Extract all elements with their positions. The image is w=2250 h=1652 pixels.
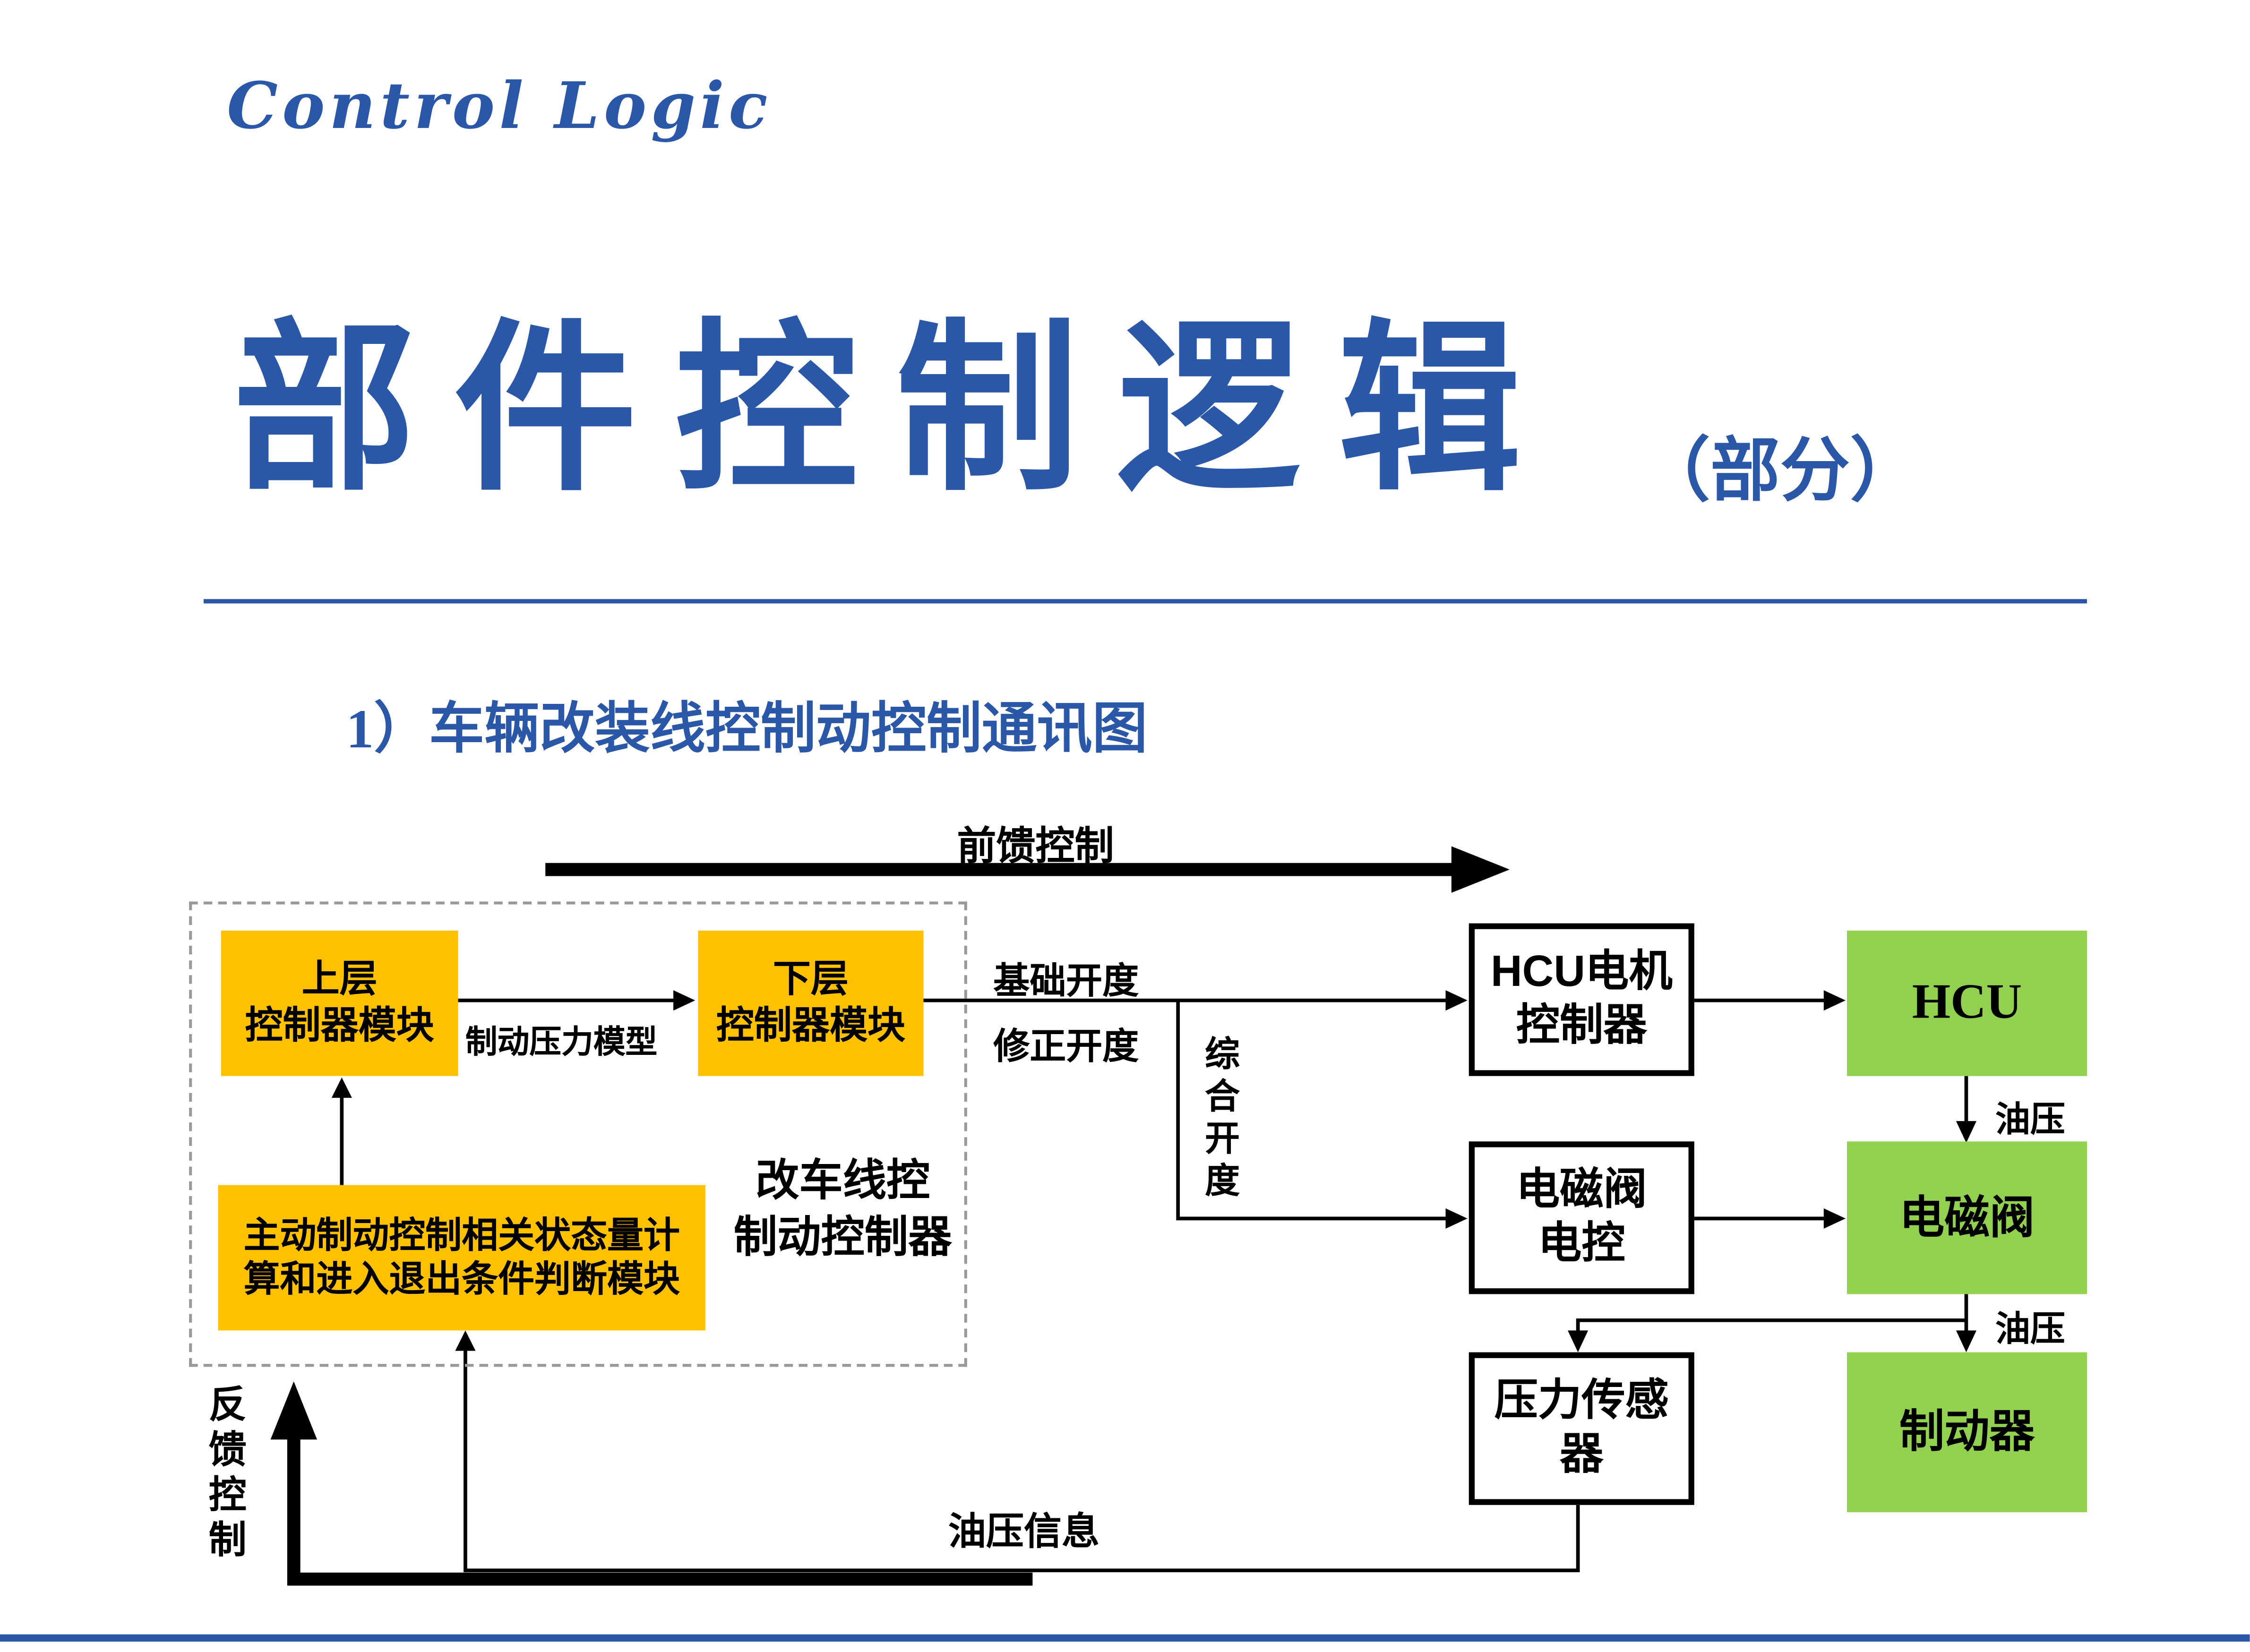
label-oil-pressure-hcu: 油压 bbox=[1995, 1102, 2065, 1140]
arrow-valve-to-brake bbox=[1956, 1294, 1977, 1352]
footer-divider bbox=[0, 1634, 2250, 1642]
arrow-solenoid-control-to-valve bbox=[1694, 1208, 1846, 1229]
node-label: 压力传感 bbox=[1494, 1377, 1669, 1425]
node-solenoid-valve: 电磁阀 bbox=[1847, 1141, 2087, 1294]
label-oil-pressure-valve: 油压 bbox=[1995, 1311, 2065, 1350]
node-solenoid-valve-control: 电磁阀 电控 bbox=[1469, 1141, 1694, 1294]
node-label: 电磁阀 bbox=[1516, 1166, 1647, 1214]
arrow-hcu-motor-to-hcu bbox=[1694, 990, 1846, 1011]
arrow-hcu-oil-pressure bbox=[1956, 1076, 1977, 1143]
label-corrected-opening: 修正开度 bbox=[993, 1028, 1139, 1068]
node-label: 电控 bbox=[1537, 1219, 1625, 1267]
header-divider bbox=[203, 599, 2087, 604]
node-label: 控制器模块 bbox=[245, 1003, 434, 1047]
node-hcu: HCU bbox=[1847, 930, 2087, 1076]
node-label: HCU bbox=[1912, 976, 2022, 1030]
label-base-opening: 基础开度 bbox=[993, 962, 1139, 1002]
node-label: 器 bbox=[1560, 1430, 1604, 1478]
label-combined-opening: 综合开度 bbox=[1198, 1035, 1237, 1204]
section-heading: 1）车辆改装线控制动控制通讯图 bbox=[346, 699, 1148, 761]
node-label: HCU电机 bbox=[1490, 948, 1673, 996]
node-brake: 制动器 bbox=[1847, 1352, 2087, 1513]
caption-line: 制动控制器 bbox=[733, 1214, 952, 1262]
node-hcu-motor-controller: HCU电机 控制器 bbox=[1469, 923, 1694, 1076]
node-upper-controller: 上层 控制器模块 bbox=[221, 930, 458, 1076]
node-lower-controller: 下层 控制器模块 bbox=[698, 930, 924, 1076]
label-feedforward: 前馈控制 bbox=[957, 824, 1114, 868]
label-feedback: 反馈控制 bbox=[203, 1384, 246, 1565]
wire-brake-controller-frame bbox=[189, 901, 967, 1367]
node-label: 制动器 bbox=[1899, 1406, 2035, 1457]
label-brake-pressure-model: 制动压力模型 bbox=[465, 1023, 658, 1060]
eyebrow-title: Control Logic bbox=[227, 69, 772, 144]
page-title-suffix: （部分） bbox=[1640, 433, 1920, 511]
node-label: 主动制动控制相关状态量计 bbox=[243, 1215, 680, 1256]
node-label: 控制器 bbox=[1516, 1001, 1647, 1049]
node-state-module: 主动制动控制相关状态量计 算和进入退出条件判断模块 bbox=[218, 1185, 705, 1331]
page-title: 部件控制逻辑 bbox=[232, 307, 1559, 512]
node-label: 控制器模块 bbox=[716, 1003, 906, 1047]
node-label: 上层 bbox=[301, 957, 378, 1001]
caption-line: 改车线控 bbox=[756, 1157, 930, 1206]
node-label: 电磁阀 bbox=[1899, 1191, 2035, 1243]
label-oil-pressure-info: 油压信息 bbox=[948, 1511, 1100, 1553]
arrow-feedback bbox=[270, 1381, 1033, 1586]
arrow-branch-to-pressure-sensor bbox=[1568, 1318, 1967, 1352]
wire-brake-controller-caption: 改车线控 制动控制器 bbox=[723, 1153, 963, 1267]
node-label: 下层 bbox=[773, 957, 849, 1001]
node-label: 算和进入退出条件判断模块 bbox=[243, 1259, 680, 1300]
node-pressure-sensor: 压力传感 器 bbox=[1469, 1352, 1694, 1505]
